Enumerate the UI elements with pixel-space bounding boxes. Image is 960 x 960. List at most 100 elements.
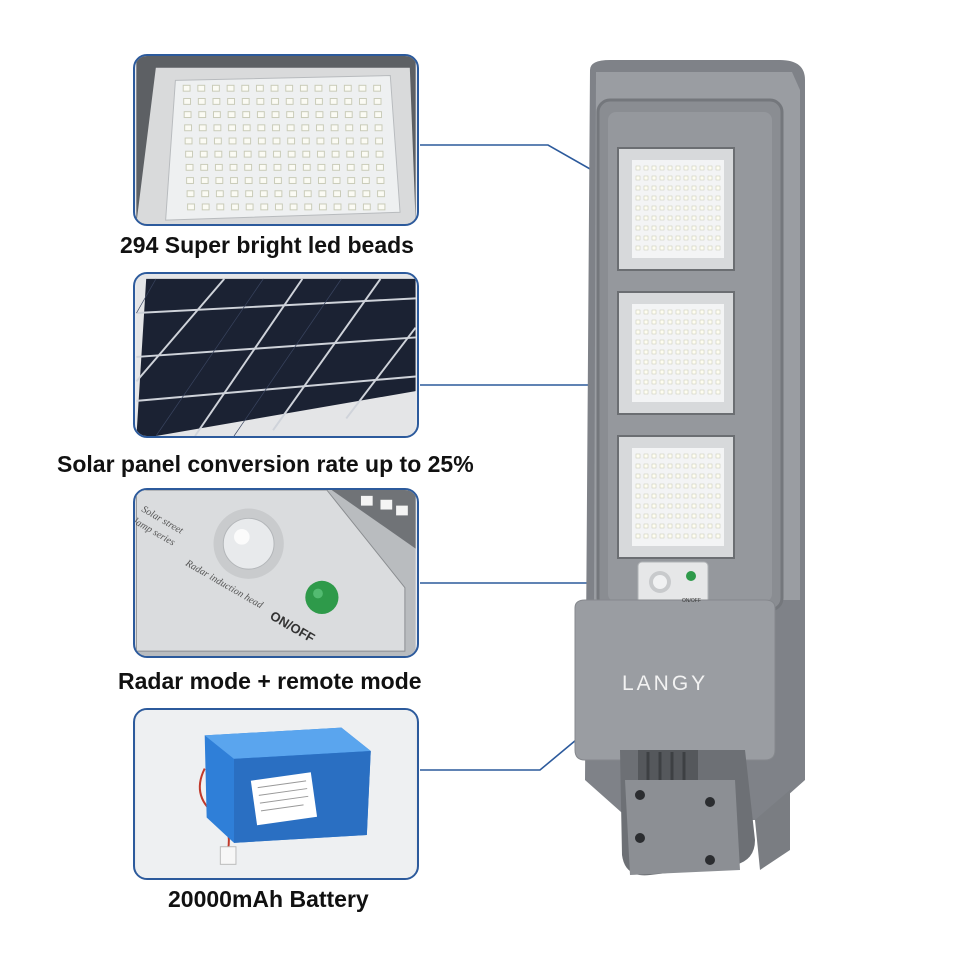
- lamp-brand-logo: LANGY: [622, 672, 709, 695]
- led-dot: [675, 309, 681, 315]
- led-dot: [667, 453, 673, 459]
- led-bead: [343, 84, 352, 92]
- led-bead: [257, 124, 266, 132]
- led-bead: [199, 137, 208, 145]
- led-dot: [707, 389, 713, 395]
- led-dot: [667, 175, 673, 181]
- led-dot: [715, 523, 721, 529]
- led-dot: [667, 329, 673, 335]
- lamp-sensor-switch-text: ON/OFF: [682, 598, 701, 604]
- led-bead: [344, 111, 353, 119]
- led-bead: [256, 97, 265, 105]
- led-bead: [361, 163, 370, 171]
- led-dot: [659, 165, 665, 171]
- led-dot: [707, 513, 713, 519]
- led-dot: [691, 389, 697, 395]
- led-dot: [667, 309, 673, 315]
- led-dot: [691, 463, 697, 469]
- led-dot: [635, 205, 641, 211]
- led-dot: [635, 309, 641, 315]
- led-dot: [699, 225, 705, 231]
- led-bead: [214, 150, 223, 158]
- led-dot: [675, 483, 681, 489]
- led-dot: [683, 369, 689, 375]
- led-bead: [213, 124, 222, 132]
- battery-image: [133, 708, 419, 880]
- led-dot: [667, 523, 673, 529]
- led-bead: [285, 97, 294, 105]
- led-dot: [659, 235, 665, 241]
- led-dot: [699, 389, 705, 395]
- led-dot: [651, 493, 657, 499]
- led-dot: [691, 523, 697, 529]
- led-bead: [243, 150, 252, 158]
- led-dot: [675, 389, 681, 395]
- led-dot: [659, 533, 665, 539]
- led-dot: [635, 533, 641, 539]
- led-dot: [715, 339, 721, 345]
- led-dot: [683, 339, 689, 345]
- led-dot: [659, 493, 665, 499]
- led-dot: [643, 329, 649, 335]
- led-dot: [651, 165, 657, 171]
- led-dot: [643, 453, 649, 459]
- led-dot: [667, 205, 673, 211]
- led-bead: [304, 203, 313, 211]
- led-dot: [675, 379, 681, 385]
- led-dot: [659, 453, 665, 459]
- led-dot: [643, 309, 649, 315]
- led-bead: [216, 203, 225, 211]
- led-dot: [683, 329, 689, 335]
- led-dot: [659, 339, 665, 345]
- led-dot: [635, 369, 641, 375]
- led-dot: [659, 195, 665, 201]
- led-dot: [643, 513, 649, 519]
- led-bead: [183, 111, 192, 119]
- led-dot: [707, 195, 713, 201]
- led-dot: [643, 185, 649, 191]
- led-dot: [683, 225, 689, 231]
- led-dot: [691, 245, 697, 251]
- led-dot: [651, 483, 657, 489]
- led-dot: [651, 245, 657, 251]
- led-bead: [289, 190, 297, 198]
- led-dot: [659, 329, 665, 335]
- led-bead: [245, 203, 254, 211]
- led-dot: [675, 245, 681, 251]
- led-dot: [707, 359, 713, 365]
- led-bead: [241, 84, 250, 92]
- led-bead: [215, 190, 224, 198]
- led-dot: [707, 369, 713, 375]
- led-dot: [699, 215, 705, 221]
- led-dot: [675, 225, 681, 231]
- led-dot: [643, 349, 649, 355]
- led-bead: [259, 190, 268, 198]
- led-dot: [667, 195, 673, 201]
- led-dot: [651, 349, 657, 355]
- led-bead: [258, 163, 267, 171]
- led-bead: [316, 137, 325, 145]
- led-bead: [244, 177, 253, 184]
- led-dot: [675, 205, 681, 211]
- led-bead: [359, 97, 367, 105]
- led-dot: [707, 329, 713, 335]
- led-dot: [683, 473, 689, 479]
- led-bead: [318, 203, 327, 211]
- led-dot: [715, 235, 721, 241]
- led-dot: [683, 215, 689, 221]
- led-bead: [213, 137, 222, 145]
- led-dot: [707, 175, 713, 181]
- led-dot: [707, 165, 713, 171]
- led-dot: [699, 245, 705, 251]
- led-dot: [643, 165, 649, 171]
- led-dot: [715, 319, 721, 325]
- led-dot: [691, 175, 697, 181]
- led-dot: [635, 503, 641, 509]
- led-dot: [643, 473, 649, 479]
- led-bead: [201, 203, 210, 211]
- led-dot: [643, 319, 649, 325]
- led-dot: [683, 205, 689, 211]
- led-bead: [376, 163, 384, 171]
- led-bead: [299, 84, 308, 92]
- led-bead: [260, 203, 269, 211]
